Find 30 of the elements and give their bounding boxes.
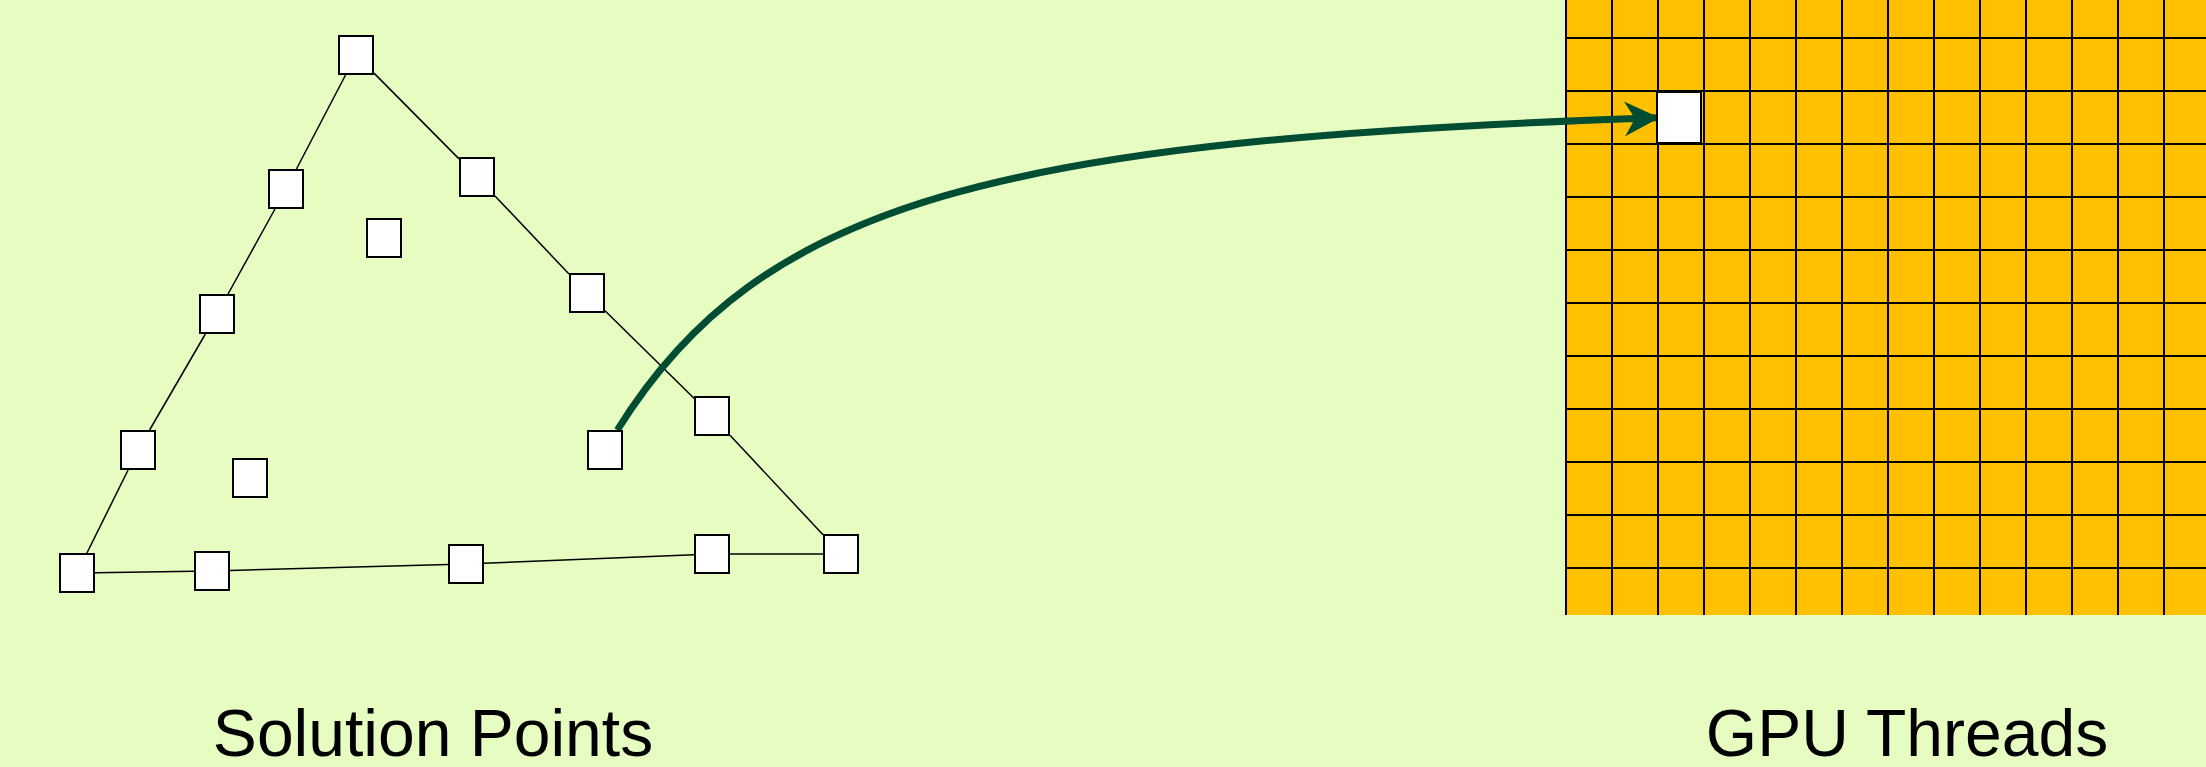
caption-label: Solution Points [212,700,654,766]
connector-line [483,554,695,564]
connector-line [295,74,347,170]
connector-line [729,553,824,555]
connector-line [227,208,276,295]
connector-line [148,333,207,431]
connector-line [94,570,195,574]
connector-line [494,195,570,275]
point-square [199,294,235,334]
point-square [366,218,402,258]
point-square [694,534,730,574]
point-square [694,396,730,436]
connector-line [729,434,824,536]
point-square [823,534,859,574]
point-square [448,544,484,584]
point-square [569,273,605,313]
point-square [338,35,374,75]
point-square [268,169,304,209]
connector-line [373,72,460,160]
point-square [59,553,95,593]
point-square [587,430,623,470]
point-square [120,430,156,470]
point-square [459,157,495,197]
connector-line [86,469,129,554]
caption-label: GPU Threads [1705,700,2109,766]
connector-line [604,309,695,400]
thread-cell [1656,90,1702,144]
connector-line [229,563,449,572]
point-square [232,458,268,498]
point-square [194,551,230,591]
